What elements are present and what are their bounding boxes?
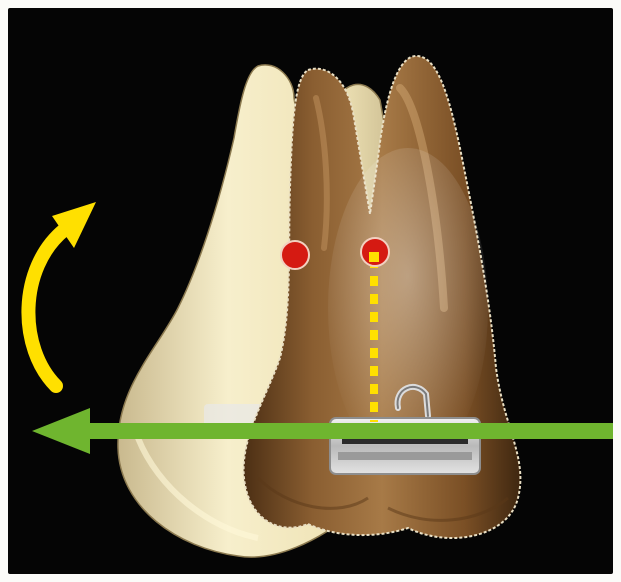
molar-illustration [8, 8, 613, 574]
curved-rotation-arrow-icon [28, 202, 96, 386]
illustration-panel [8, 8, 613, 574]
